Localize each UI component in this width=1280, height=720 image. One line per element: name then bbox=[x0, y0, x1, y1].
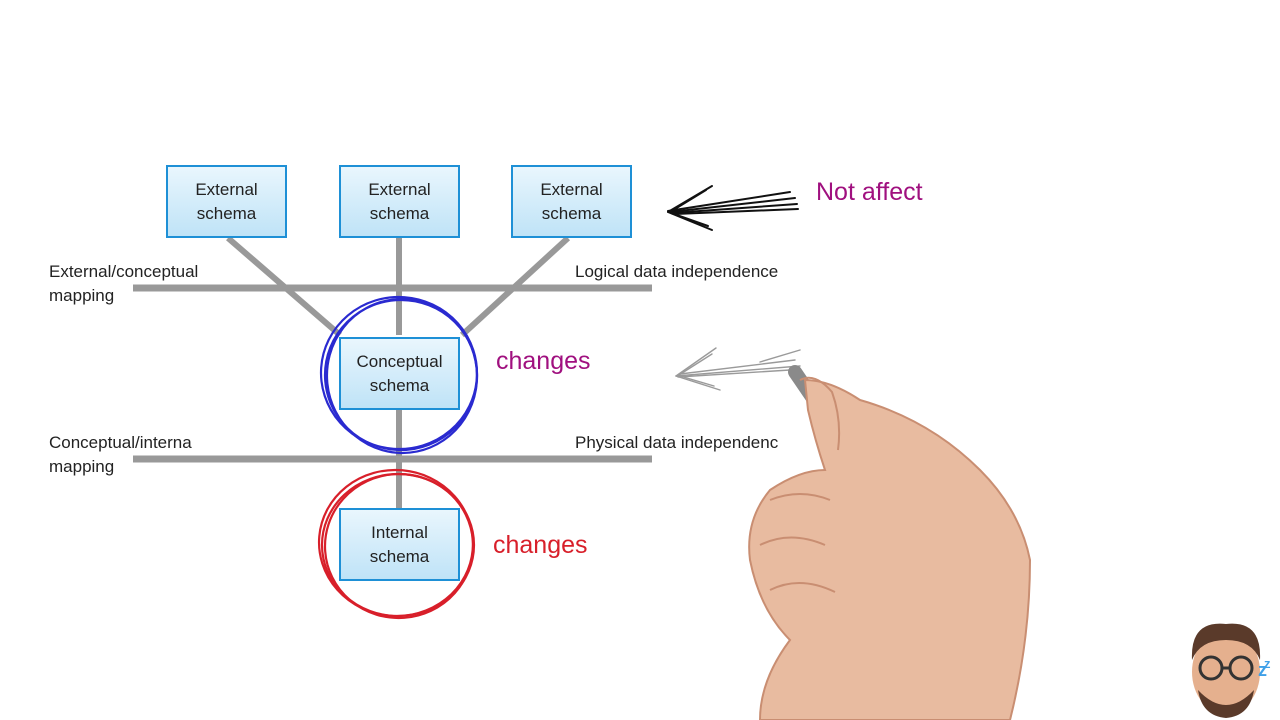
hand-with-marker-icon bbox=[748, 365, 1032, 720]
external-schema-box: External schema bbox=[166, 165, 287, 238]
internal-schema-box: Internal schema bbox=[339, 508, 460, 581]
physical-independence-label: Physical data independenc bbox=[575, 433, 779, 452]
not-affect-annotation: Not affect bbox=[816, 178, 923, 206]
conceptual-schema-box: Conceptual schema bbox=[339, 337, 460, 410]
conceptual-schema-line2: schema bbox=[369, 375, 430, 395]
blue-circle bbox=[319, 295, 479, 455]
external-conceptual-mapping-label: External/conceptual mapping bbox=[49, 260, 198, 308]
conceptual-schema-line1: Conceptual bbox=[356, 351, 443, 371]
avatar-icon: z z bbox=[1191, 623, 1271, 718]
internal-changes-annotation: changes bbox=[493, 531, 588, 559]
external-schema-box: External schema bbox=[339, 165, 460, 238]
conceptual-changes-annotation: changes bbox=[496, 347, 591, 375]
svg-text:z: z bbox=[1258, 660, 1267, 680]
internal-schema-line2: schema bbox=[369, 546, 430, 566]
svg-text:z: z bbox=[1264, 656, 1271, 671]
mapping-label-line1: Conceptual/interna bbox=[49, 433, 192, 452]
external-schema-line2: schema bbox=[196, 203, 257, 223]
arrow-left-icon bbox=[667, 185, 799, 231]
external-schema-line1: External bbox=[540, 179, 603, 199]
logical-independence-label: Logical data independence bbox=[575, 262, 779, 281]
red-circle bbox=[317, 468, 476, 620]
external-schema-line2: schema bbox=[541, 203, 602, 223]
mapping-label-line2: mapping bbox=[49, 457, 115, 476]
external-schema-box: External schema bbox=[511, 165, 632, 238]
mapping-label-line2: mapping bbox=[49, 286, 115, 305]
mapping-label-line1: External/conceptual bbox=[49, 262, 199, 281]
conceptual-internal-mapping-label: Conceptual/interna mapping bbox=[49, 431, 192, 479]
external-schema-line1: External bbox=[368, 179, 431, 199]
external-schema-line1: External bbox=[195, 179, 258, 199]
external-schema-line2: schema bbox=[369, 203, 430, 223]
internal-schema-line1: Internal bbox=[371, 522, 428, 542]
arrow-left-sketch-icon bbox=[675, 347, 801, 391]
